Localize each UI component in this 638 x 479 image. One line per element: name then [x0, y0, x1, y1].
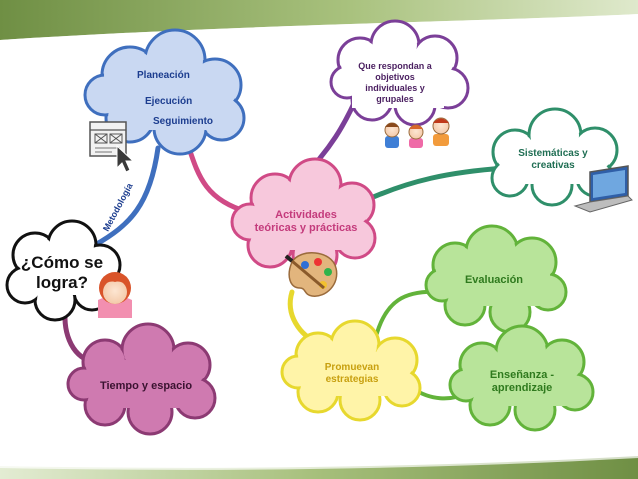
sistematicas-line-2: creativas — [531, 160, 575, 171]
ensenanza-line-1: Enseñanza - — [490, 369, 555, 381]
seguimiento-label: Seguimiento — [153, 116, 213, 127]
objetivos-line-1: Que respondan a — [358, 61, 433, 71]
sistematicas-line-1: Sistemáticas y — [518, 148, 588, 159]
objetivos-line-2: objetivos — [375, 72, 415, 82]
cloud-evaluacion: Evaluación — [424, 224, 568, 334]
evaluacion-label: Evaluación — [465, 274, 523, 286]
girl-avatar-icon — [98, 272, 132, 318]
connector-metodologia — [92, 145, 161, 248]
metodologia-label: Metodología — [101, 181, 135, 233]
estrategias-line-2: estrategias — [326, 374, 379, 385]
objetivos-line-4: grupales — [376, 94, 414, 104]
laptop-icon — [573, 165, 633, 213]
children-group-icon — [384, 117, 450, 148]
connector-evaluacion — [373, 289, 442, 342]
cloud-ensenanza: Enseñanza - aprendizaje — [448, 324, 595, 432]
mouse-pointer-icon — [116, 144, 135, 173]
como-line-1: ¿Cómo se — [21, 253, 103, 272]
connector-planning — [185, 142, 251, 215]
como-line-2: logra? — [36, 273, 88, 292]
estrategias-line-1: Promuevan — [325, 362, 379, 373]
ensenanza-line-2: aprendizaje — [492, 382, 553, 394]
center-line-2: teóricas y prácticas — [255, 222, 358, 234]
cloud-estrategias: Promuevan estrategias — [280, 319, 422, 422]
center-line-1: Actividades — [275, 209, 337, 221]
tiempo-label: Tiempo y espacio — [100, 380, 192, 392]
ejecucion-label: Ejecución — [145, 96, 192, 107]
planeacion-label: Planeación — [137, 70, 190, 81]
cloud-planning: Planeación Ejecución Seguimiento — [83, 28, 246, 156]
paint-palette-icon — [284, 252, 338, 297]
cloud-tiempo: Tiempo y espacio — [66, 322, 217, 436]
connector-sistematicas — [359, 165, 508, 205]
cloud-como: ¿Cómo se logra? — [5, 219, 122, 322]
objetivos-line-3: individuales y — [365, 83, 425, 93]
cloud-objetivos: Que respondan a objetivos individuales y… — [329, 19, 470, 127]
